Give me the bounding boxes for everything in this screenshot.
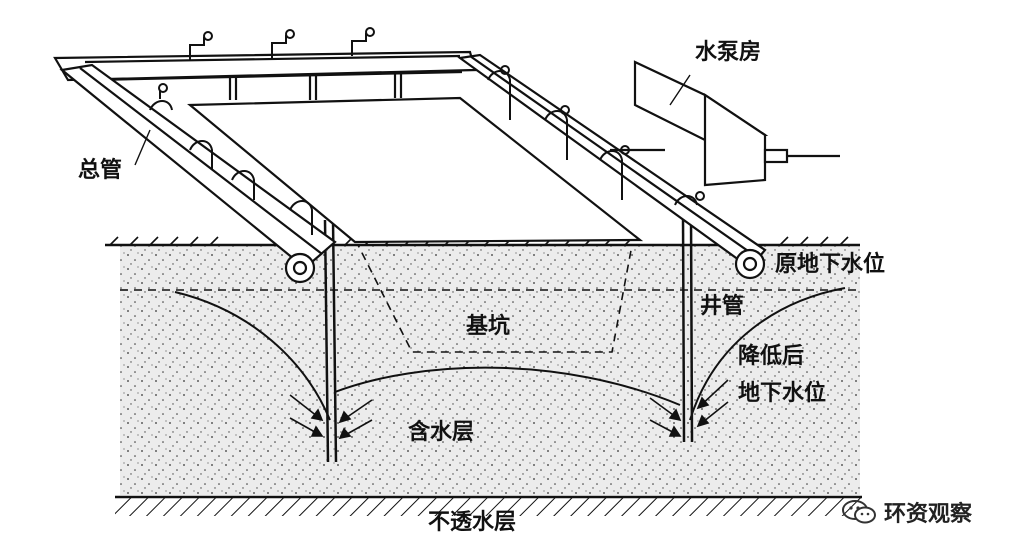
- foundation-pit-label: 基坑: [466, 314, 511, 339]
- left-main-pipe: [59, 63, 337, 284]
- main-pipe-label: 总管: [78, 158, 123, 183]
- watermark-text: 环资观察: [884, 502, 973, 527]
- soil-layer: [120, 245, 860, 495]
- lowered-water-table: [174, 287, 846, 421]
- original-water-level-label: 原地下水位: [775, 252, 886, 277]
- valve-handles-back: [189, 27, 375, 60]
- well-pipe-left: [323, 219, 338, 463]
- flow-arrows: [289, 379, 729, 440]
- impermeable-base: [115, 495, 862, 516]
- leader-lines: [134, 74, 691, 166]
- pump-house: [610, 60, 840, 187]
- pit-platform: [187, 96, 644, 244]
- wechat-icon: [842, 500, 876, 524]
- aquifer-label: 含水层: [408, 420, 475, 445]
- valve-handles-right: [487, 65, 705, 206]
- impermeable-layer-label: 不透水层: [428, 510, 517, 535]
- lowered-level-label-line1: 降低后: [738, 344, 805, 369]
- lowered-level-label-line2: 地下水位: [738, 381, 827, 406]
- pump-house-label: 水泵房: [695, 40, 762, 65]
- valve-handles-left: [149, 83, 313, 235]
- foundation-pit-outline: [356, 244, 633, 353]
- watermark: 环资观察: [842, 496, 972, 528]
- well-pipe-right: [681, 214, 694, 443]
- well-pipe-label: 井管: [700, 294, 745, 319]
- right-main-pipe: [457, 53, 767, 280]
